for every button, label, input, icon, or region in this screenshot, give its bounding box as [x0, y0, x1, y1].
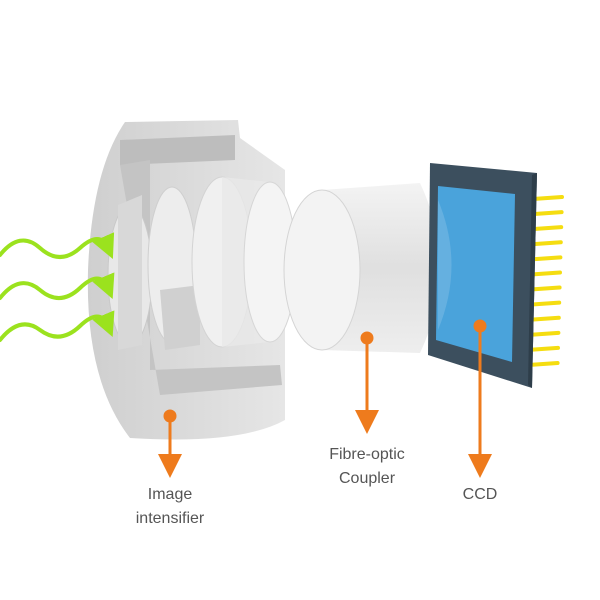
ccd-pin — [527, 330, 561, 337]
ccd-pin — [529, 255, 563, 262]
ccd-pin — [529, 270, 562, 277]
ccd-pin — [529, 240, 563, 247]
ccd-pins — [526, 195, 564, 367]
fibre-optic-coupler — [283, 183, 440, 353]
ccd-sensor — [428, 163, 564, 388]
light-arrow — [0, 272, 115, 300]
light-arrow — [0, 232, 115, 259]
label-fibre-optic-coupler: Fibre-optic Coupler — [300, 443, 434, 491]
ccd-pin — [526, 361, 560, 367]
image-intensifier — [87, 120, 297, 440]
label-line: Fibre-optic — [329, 446, 405, 463]
ccd-pin — [528, 285, 562, 292]
label-ccd: CCD — [462, 486, 498, 503]
ccd-pin — [527, 315, 561, 322]
ccd-pin — [527, 345, 560, 352]
light-arrow — [0, 310, 115, 342]
label-image-intensifier: Image intensifier — [110, 483, 230, 531]
light-arrows — [0, 232, 115, 342]
ccd-pin — [530, 210, 564, 217]
label-line: Image — [147, 486, 193, 503]
label-line: Coupler — [338, 470, 396, 487]
callouts — [158, 319, 492, 478]
ccd-pin — [531, 195, 564, 201]
ccd-pin — [528, 300, 562, 307]
ccd-pin — [530, 225, 564, 232]
label-line: intensifier — [135, 510, 205, 527]
